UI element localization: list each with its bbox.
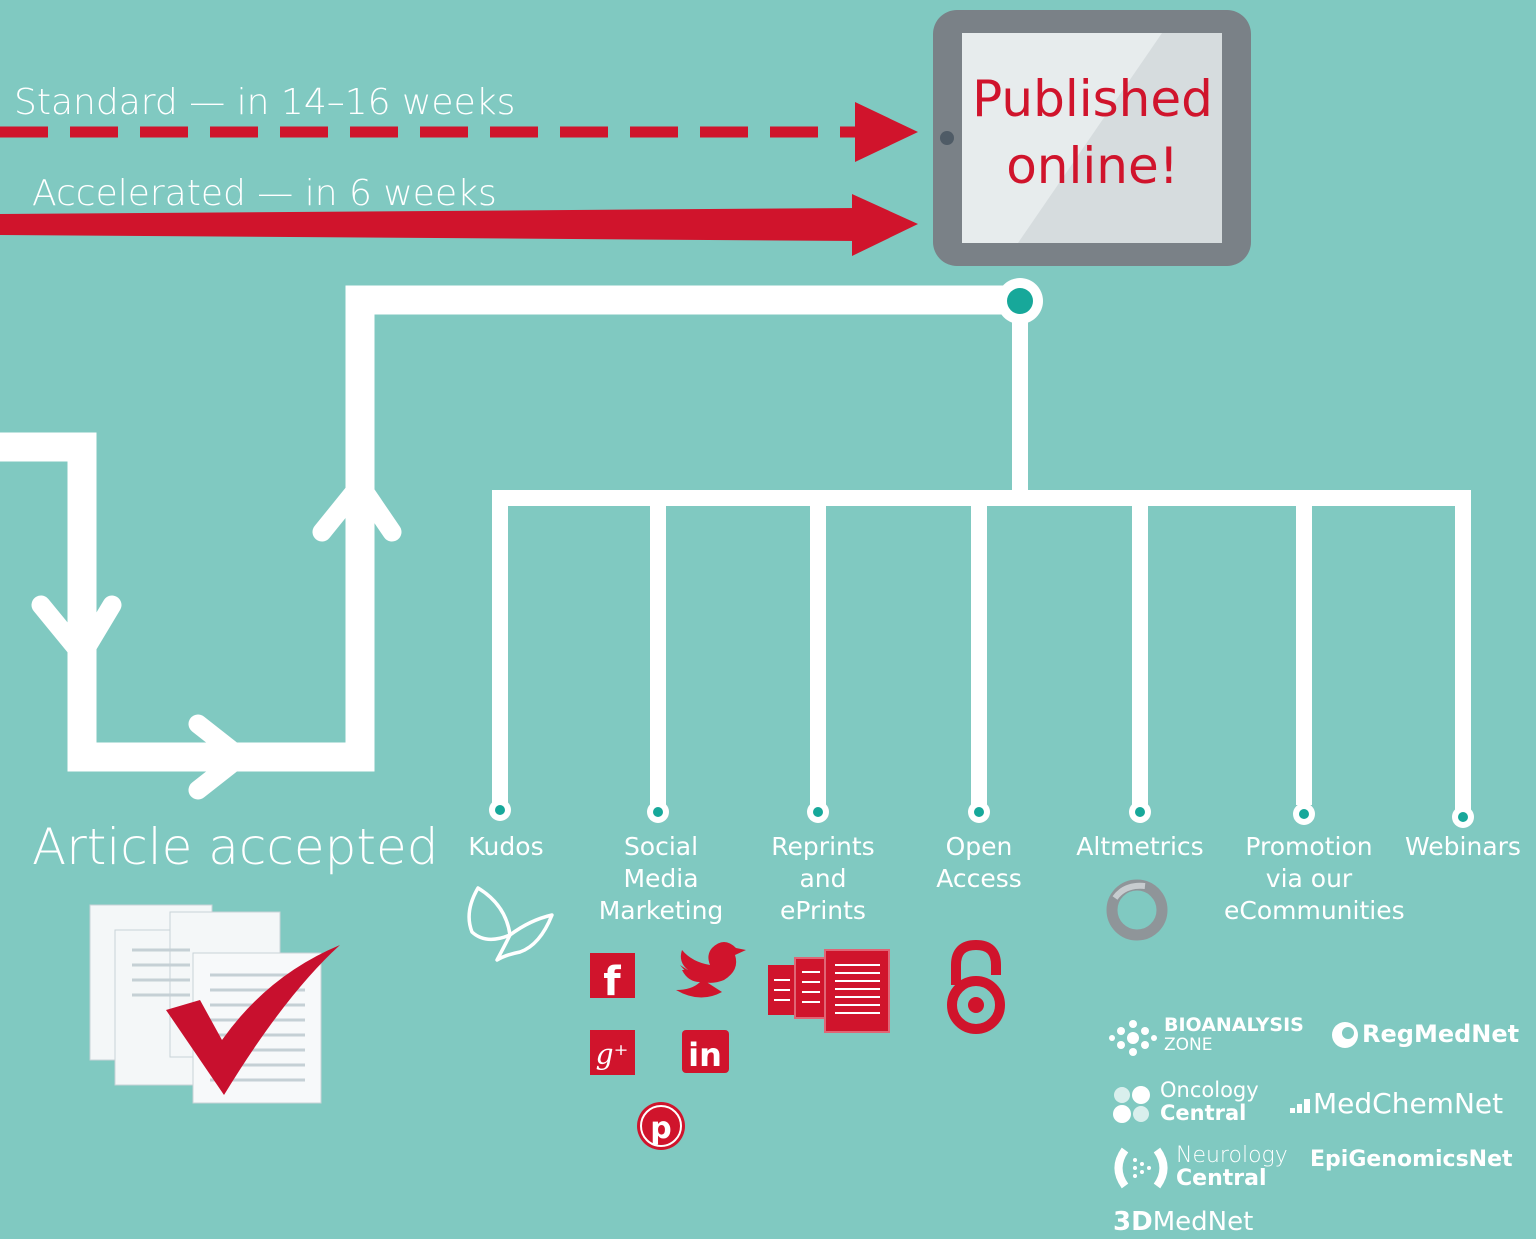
flow-path	[0, 285, 1020, 772]
branch-end-nodes	[489, 799, 1474, 828]
branch-label-kudos: Kudos	[468, 832, 544, 861]
linkedin-icon: in	[682, 1030, 729, 1074]
neurology-logo-line1: Neurology	[1176, 1143, 1288, 1168]
published-title: Published	[972, 70, 1213, 128]
standard-route-arrow	[0, 102, 918, 162]
epigenomicsnet-logo: EpiGenomicsNet	[1310, 1147, 1513, 1172]
bioanalysis-logo-name: BIOANALYSIS	[1164, 1014, 1304, 1036]
standard-route-label: Standard — in 14–16 weeks	[14, 82, 516, 123]
svg-text:p: p	[650, 1111, 671, 1146]
junction-node	[997, 278, 1043, 324]
3dmednet-logo: 3DMedNet	[1113, 1207, 1253, 1237]
bioanalysis-logo-mark	[1109, 1020, 1157, 1056]
tablet-icon	[933, 10, 1251, 266]
facebook-icon: f	[590, 953, 635, 1005]
google-plus-icon: g⁺	[590, 1030, 635, 1075]
oncology-logo-line2: Central	[1160, 1101, 1247, 1125]
butterfly-icon	[467, 886, 554, 962]
oncology-logo-line1: Oncology	[1160, 1078, 1259, 1102]
altmetric-ring-icon	[1106, 879, 1168, 941]
medchemnet-logo-mark	[1290, 1099, 1310, 1113]
branch-label-altmetrics: Altmetrics	[1076, 832, 1204, 861]
branch-tree	[492, 300, 1471, 810]
neurology-logo-line2: Central	[1176, 1166, 1267, 1191]
pinterest-icon: p	[637, 1102, 685, 1150]
documents-icon	[768, 949, 890, 1033]
checkmark-icon	[166, 945, 340, 1095]
article-accepted-label: Article accepted	[32, 818, 439, 876]
open-access-lock-icon	[947, 939, 1005, 1034]
accepted-documents-icon	[89, 904, 340, 1104]
svg-text:f: f	[603, 959, 621, 1005]
accelerated-route-label: Accelerated — in 6 weeks	[32, 173, 497, 214]
svg-text:in: in	[688, 1036, 722, 1074]
branch-label-webinars: Webinars	[1405, 832, 1521, 861]
medchemnet-logo: MedChemNet	[1313, 1087, 1504, 1120]
accelerated-route-arrow	[0, 194, 918, 256]
twitter-icon	[676, 942, 746, 998]
regmednet-logo: RegMedNet	[1362, 1020, 1520, 1048]
3dmednet-prefix: 3D	[1113, 1207, 1153, 1237]
up-chevron	[312, 475, 402, 542]
regmednet-logo-mark	[1332, 1022, 1358, 1048]
svg-text:g⁺: g⁺	[596, 1038, 629, 1071]
3dmednet-name: MedNet	[1152, 1207, 1254, 1237]
bioanalysis-logo-sub: ZONE	[1164, 1035, 1213, 1055]
right-chevron	[188, 714, 250, 800]
neurology-logo-mark	[1114, 1147, 1168, 1189]
published-subtitle: online!	[1006, 137, 1179, 195]
down-chevron	[31, 595, 122, 665]
oncology-logo-mark	[1113, 1086, 1150, 1123]
